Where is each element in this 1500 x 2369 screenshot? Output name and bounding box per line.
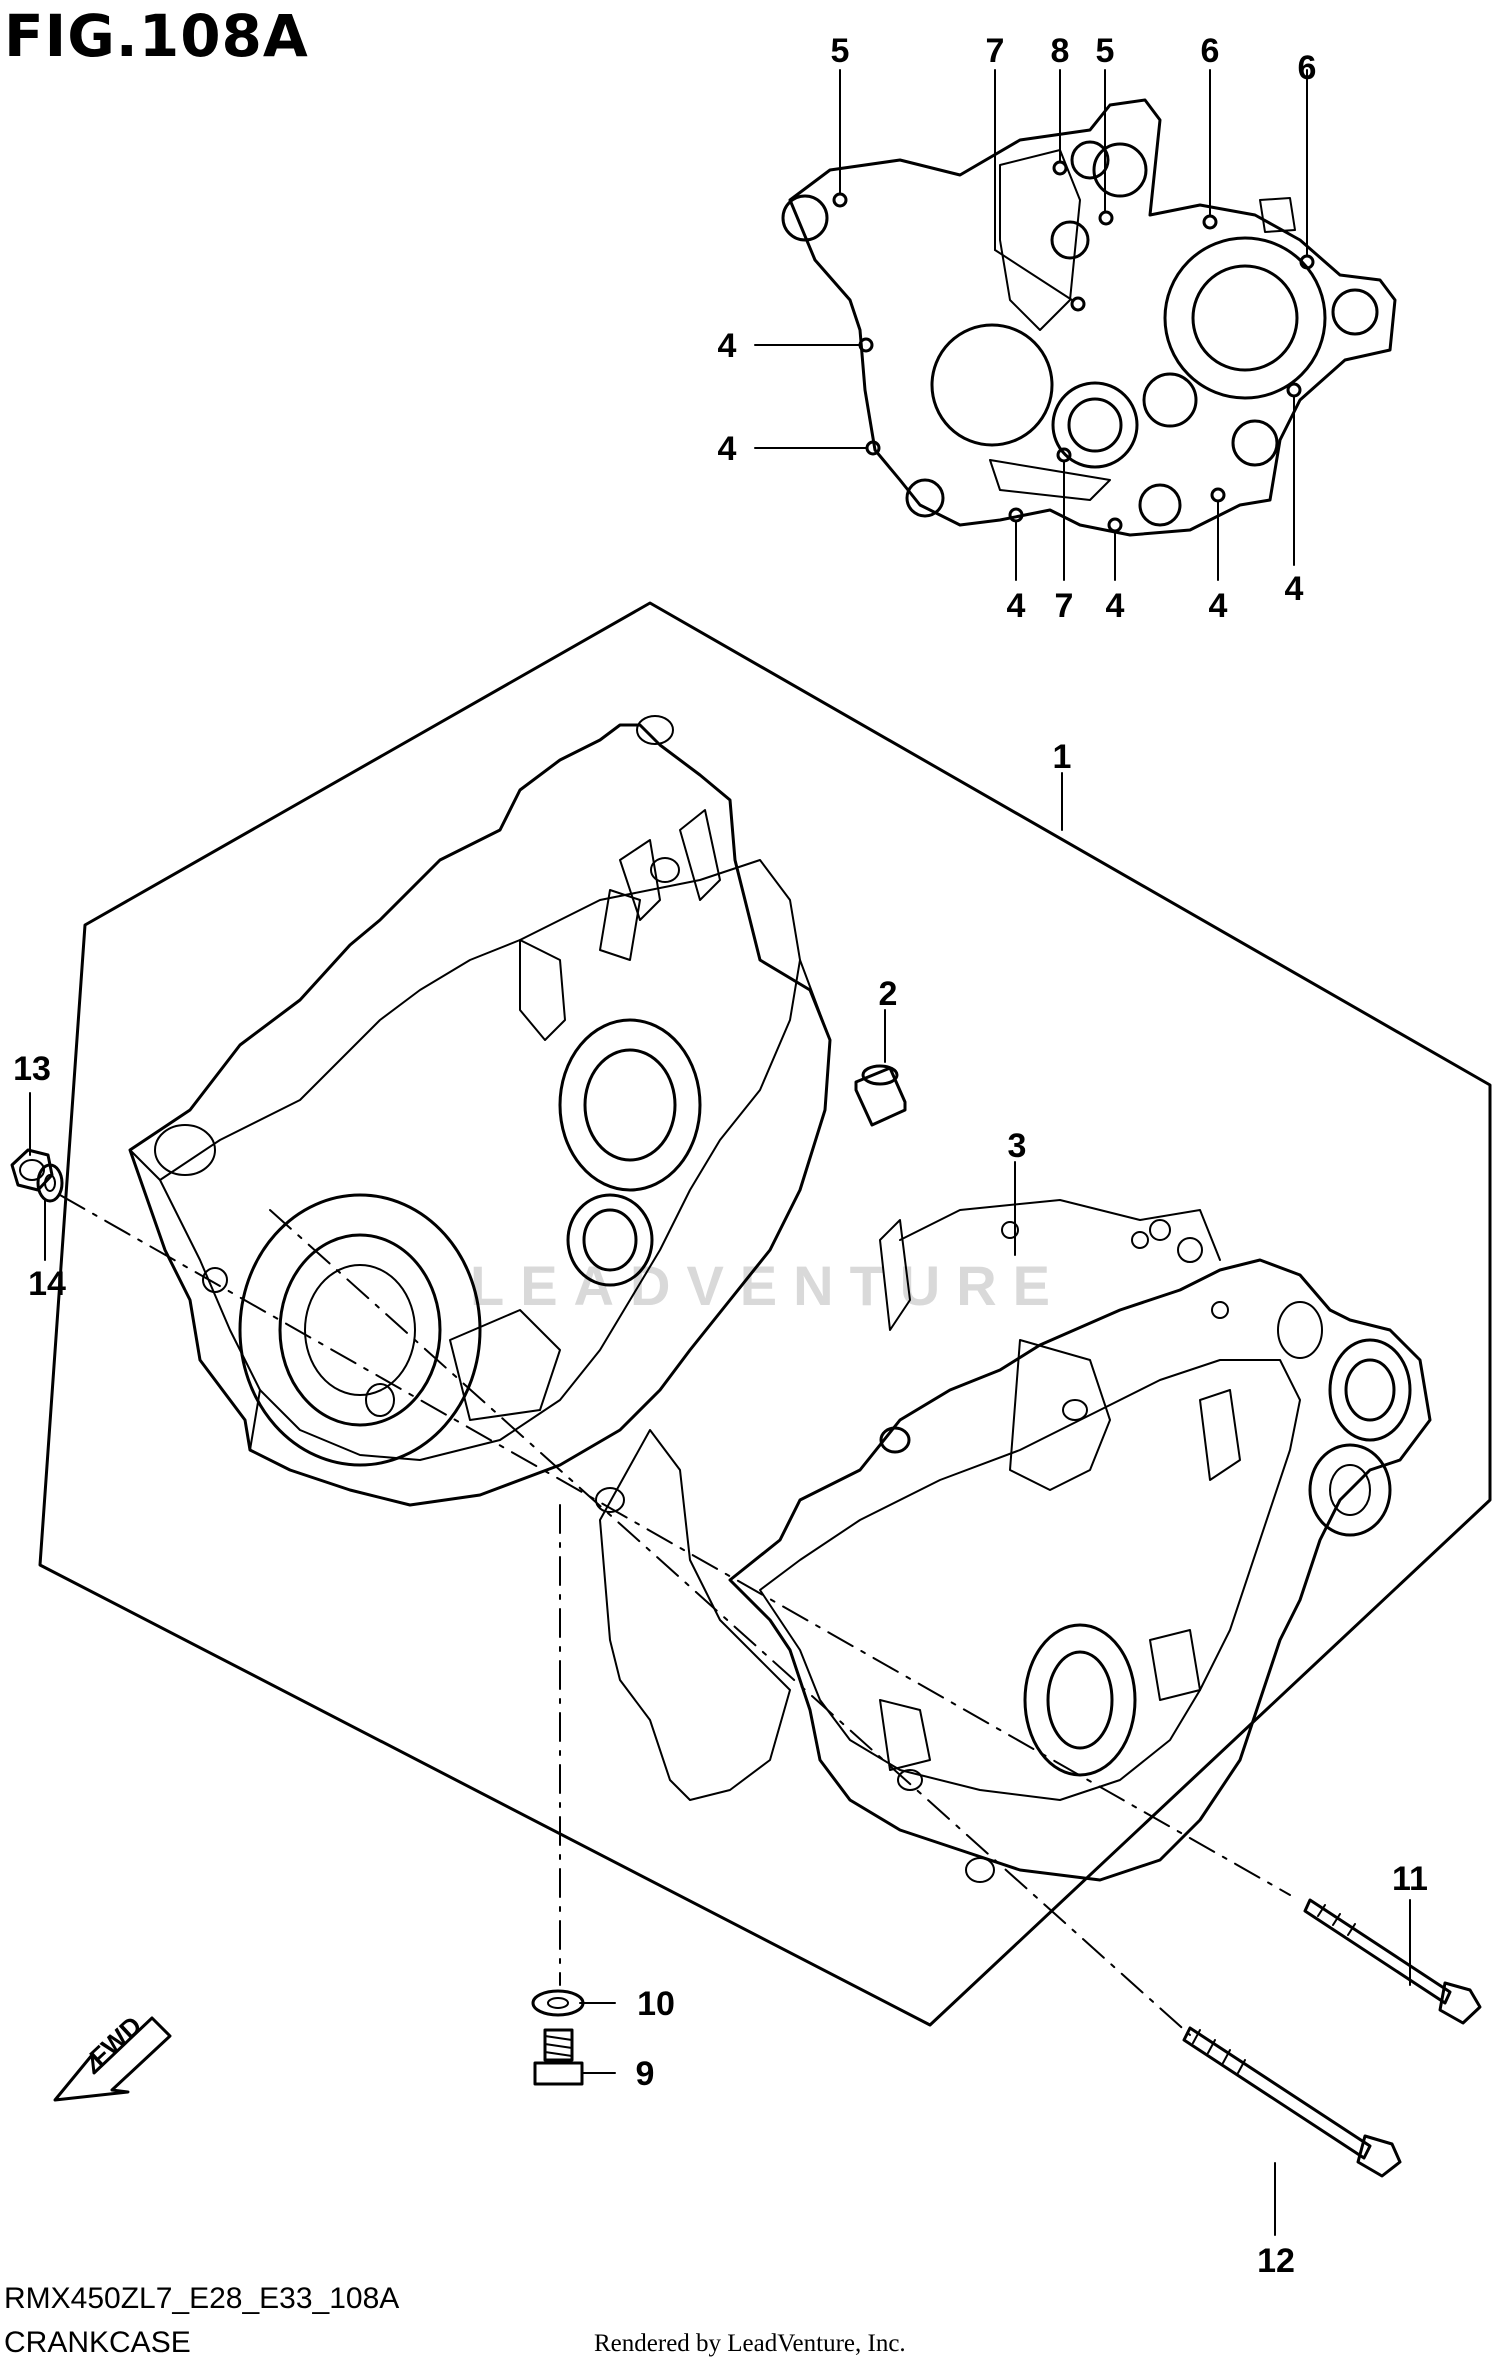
long-bolts [1182, 1898, 1482, 2178]
section-name: CRANKCASE [4, 2326, 191, 2359]
callout-4-b: 4 [718, 430, 737, 468]
bolt-and-washer-bottom [531, 1989, 585, 2086]
callout-7-a: 7 [986, 32, 1005, 70]
callout-5-a: 5 [831, 32, 850, 70]
fwd-arrow: FWD [53, 2010, 172, 2102]
callout-5-b: 5 [1096, 32, 1115, 70]
callout-4-f: 4 [1285, 570, 1304, 608]
callout-10: 10 [637, 1985, 675, 2023]
callout-2: 2 [879, 975, 898, 1013]
leader-lines [29, 772, 1411, 2236]
reference-code: RMX450ZL7_E28_E33_108A [4, 2282, 400, 2315]
callout-11: 11 [1392, 1860, 1428, 1898]
right-crankcase-half [728, 1258, 1432, 1883]
callout-14: 14 [28, 1265, 66, 1303]
figure-title: FIG.108A [4, 2, 309, 70]
dowel-pin [854, 1064, 907, 1127]
callout-6-a: 6 [1201, 32, 1220, 70]
callout-4-a: 4 [718, 327, 737, 365]
left-crankcase-half [128, 715, 832, 1507]
assembly-axis-lines [59, 1194, 1291, 2036]
callout-7-b: 7 [1055, 587, 1074, 625]
nut-and-washer [10, 1148, 64, 1203]
assembly-bounding-box [38, 601, 1492, 2027]
crankcase-gasket [595, 1199, 1229, 1801]
callout-8: 8 [1051, 32, 1070, 70]
callout-9: 9 [636, 2055, 655, 2093]
render-credit: Rendered by LeadVenture, Inc. [594, 2330, 906, 2357]
callout-4-e: 4 [1209, 587, 1228, 625]
callout-13: 13 [13, 1050, 51, 1088]
crankcase-face-inset [754, 69, 1397, 581]
callout-1: 1 [1053, 738, 1072, 776]
callout-3: 3 [1008, 1127, 1027, 1165]
callout-4-c: 4 [1007, 587, 1026, 625]
callout-4-d: 4 [1106, 587, 1125, 625]
callout-12: 12 [1257, 2242, 1295, 2280]
callout-6-b: 6 [1298, 49, 1317, 87]
